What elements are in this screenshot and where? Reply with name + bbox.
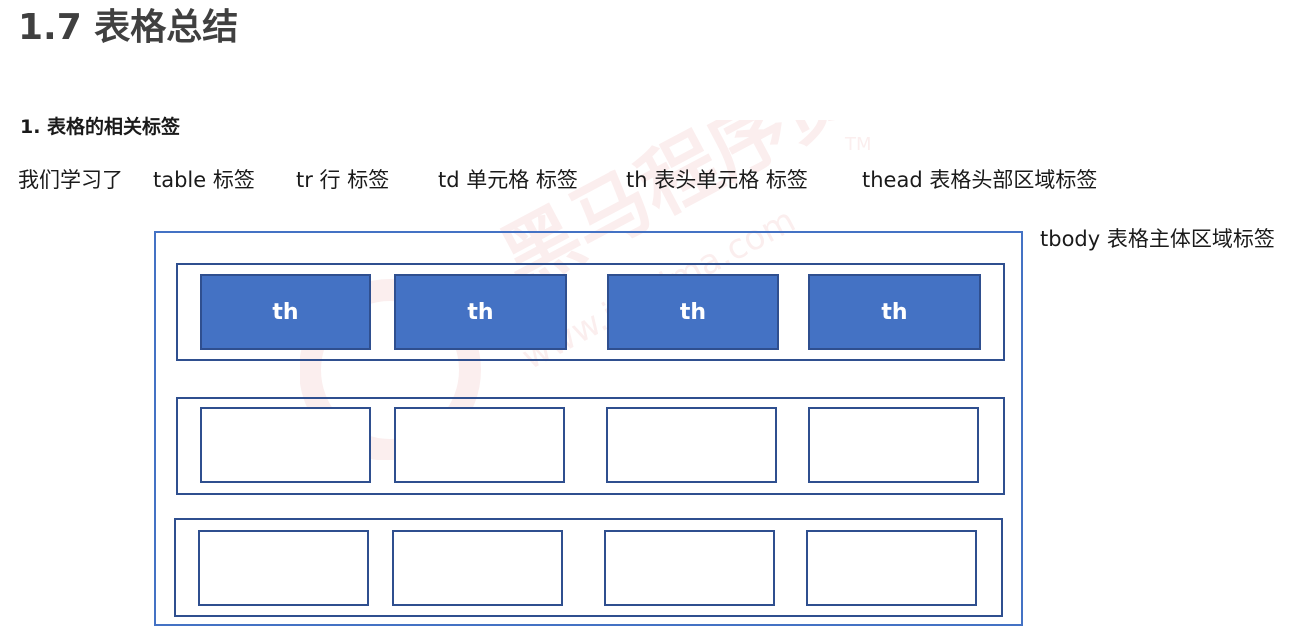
th-cell-3: th	[607, 274, 779, 350]
header-row-box	[176, 263, 1005, 361]
td-cell	[806, 530, 977, 606]
td-cell	[200, 407, 371, 483]
intro-lead: 我们学习了	[18, 168, 123, 192]
body-row-box	[176, 397, 1005, 495]
td-cell	[604, 530, 775, 606]
intro-item-th: th 表头单元格 标签	[626, 168, 808, 192]
page-title: 1.7 表格总结	[18, 7, 239, 48]
intro-item-td: td 单元格 标签	[438, 168, 578, 192]
intro-item-thead: thead 表格头部区域标签	[862, 168, 1098, 192]
watermark-trademark: TM	[844, 134, 872, 155]
body-row-box	[174, 518, 1003, 617]
intro-item-tbody: tbody 表格主体区域标签	[1040, 227, 1275, 251]
th-cell-1: th	[200, 274, 371, 350]
section-heading: 1. 表格的相关标签	[20, 116, 181, 138]
td-cell	[808, 407, 979, 483]
th-cell-2: th	[394, 274, 567, 350]
td-cell	[606, 407, 777, 483]
td-cell	[394, 407, 565, 483]
th-cell-4: th	[808, 274, 981, 350]
td-cell	[392, 530, 563, 606]
intro-item-table: table 标签	[153, 168, 255, 192]
intro-item-tr: tr 行 标签	[296, 168, 390, 192]
td-cell	[198, 530, 369, 606]
table-diagram	[154, 231, 1023, 626]
